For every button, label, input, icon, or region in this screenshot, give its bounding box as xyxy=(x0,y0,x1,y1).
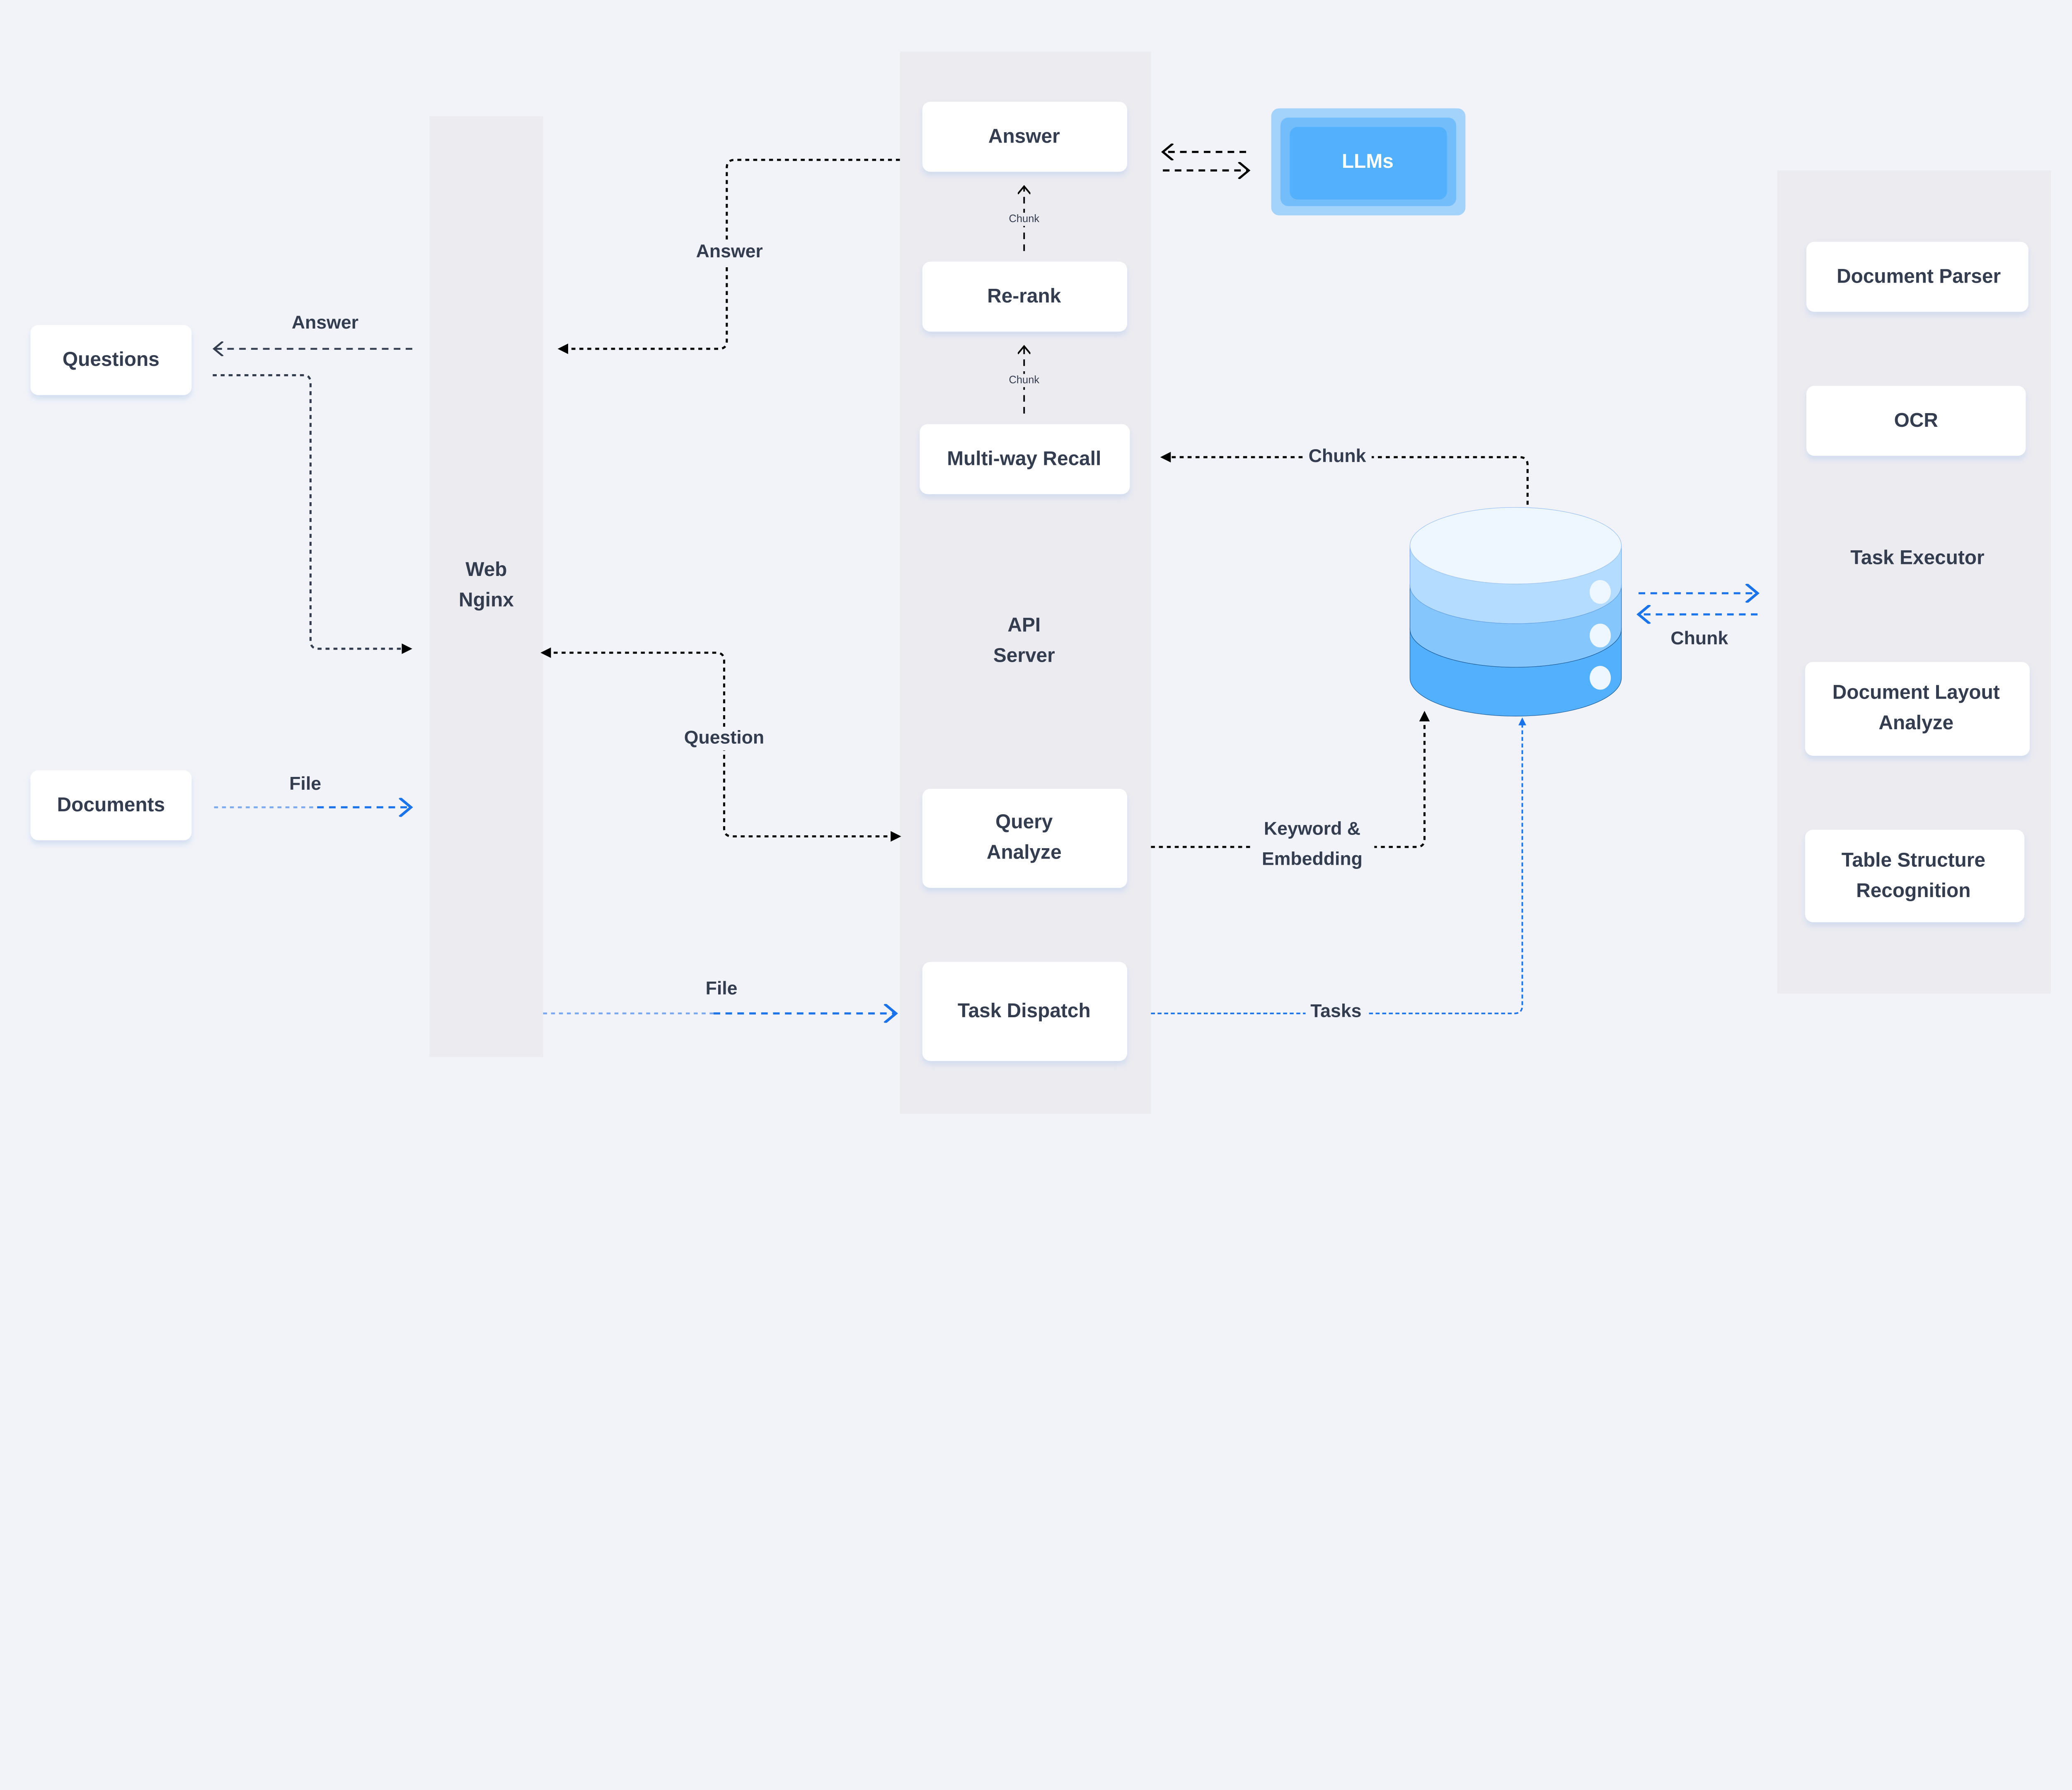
recall-label: Multi-way Recall xyxy=(947,448,1101,469)
edge-label-file-2: File xyxy=(706,978,738,999)
multi-way-recall-node[interactable]: Multi-way Recall xyxy=(920,424,1130,494)
edge-label-tasks: Tasks xyxy=(1310,1001,1361,1021)
edge-label-chunk-small-1: Chunk xyxy=(1009,213,1039,225)
architecture-diagram: Web Nginx API Server Task Executor Quest… xyxy=(30,51,2030,1114)
edge-questions-to-web xyxy=(213,374,412,654)
table-label-1: Table Structure xyxy=(1842,849,1985,871)
edge-answer-to-questions: Answer xyxy=(214,312,412,349)
query-label-2: Analyze xyxy=(987,842,1062,864)
database-icon xyxy=(1409,507,1622,716)
document-parser-node[interactable]: Document Parser xyxy=(1806,242,2028,312)
edge-file-documents: File xyxy=(214,774,411,807)
edge-file-dispatch: File xyxy=(543,978,896,1014)
edge-label-keyword-2: Embedding xyxy=(1262,849,1363,869)
edge-label-keyword-1: Keyword & xyxy=(1264,818,1360,839)
llms-label: LLMs xyxy=(1342,150,1394,172)
edge-chunk-db-recall: Chunk xyxy=(1160,445,1529,505)
web-label-2: Nginx xyxy=(459,589,514,611)
edge-label-chunk-small-2: Chunk xyxy=(1009,374,1039,386)
documents-label: Documents xyxy=(57,794,165,816)
edge-answer-llms xyxy=(1163,152,1249,171)
edge-label-answer-1: Answer xyxy=(292,312,358,333)
rerank-label: Re-rank xyxy=(987,285,1061,307)
edge-label-file-1: File xyxy=(289,774,321,794)
documents-node[interactable]: Documents xyxy=(30,770,192,841)
document-layout-node[interactable]: Document Layout Analyze xyxy=(1805,662,2030,756)
api-server-column xyxy=(900,51,1151,1114)
api-label-2: Server xyxy=(993,644,1055,666)
questions-node[interactable]: Questions xyxy=(30,325,192,395)
edge-chunk-db-executor: Chunk xyxy=(1639,593,1757,648)
api-label-1: API xyxy=(1007,614,1041,636)
table-structure-node[interactable]: Table Structure Recognition xyxy=(1805,830,2025,922)
edge-chunk-recall-rerank: Chunk xyxy=(1004,346,1044,414)
edge-keyword-embedding: Keyword & Embedding xyxy=(1151,711,1430,875)
edge-tasks: Tasks xyxy=(1151,717,1527,1026)
ocr-label: OCR xyxy=(1894,409,1938,431)
query-analyze-node[interactable]: Query Analyze xyxy=(922,789,1128,888)
task-dispatch-node[interactable]: Task Dispatch xyxy=(922,962,1128,1061)
edge-label-question: Question xyxy=(684,727,764,747)
task-executor-title: Task Executor xyxy=(1850,547,1984,568)
parser-label: Document Parser xyxy=(1837,265,2001,287)
edge-answer-to-web: Answer xyxy=(557,159,900,354)
layout-label-1: Document Layout xyxy=(1832,682,2000,704)
answer-label: Answer xyxy=(988,125,1060,147)
query-label-1: Query xyxy=(995,811,1053,833)
ocr-node[interactable]: OCR xyxy=(1806,386,2026,456)
layout-label-2: Analyze xyxy=(1878,712,1953,734)
dispatch-label: Task Dispatch xyxy=(958,1000,1091,1022)
edge-chunk-rerank-answer: Chunk xyxy=(1004,186,1044,251)
table-label-2: Recognition xyxy=(1856,880,1970,902)
llms-node[interactable]: LLMs xyxy=(1271,108,1466,215)
edge-label-answer-2: Answer xyxy=(696,241,763,261)
edge-label-chunk-db: Chunk xyxy=(1309,446,1366,466)
edge-question: Question xyxy=(540,647,901,842)
answer-node[interactable]: Answer xyxy=(922,102,1128,172)
web-label-1: Web xyxy=(465,559,507,581)
web-nginx-column xyxy=(429,116,543,1057)
rerank-node[interactable]: Re-rank xyxy=(922,261,1128,332)
questions-label: Questions xyxy=(63,348,160,370)
edge-label-chunk-executor: Chunk xyxy=(1670,628,1728,648)
